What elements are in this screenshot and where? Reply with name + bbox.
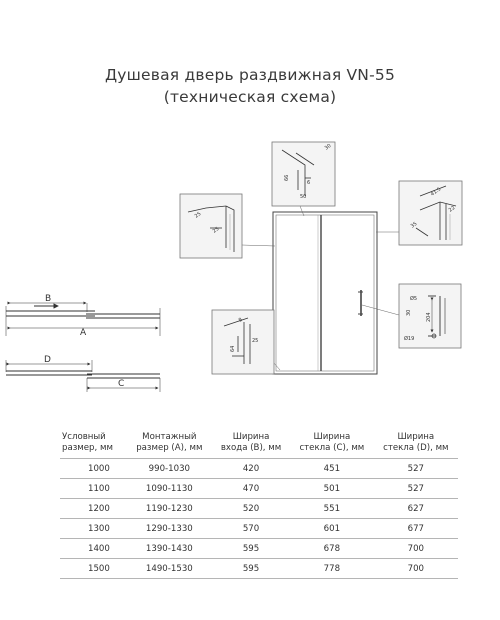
cell: 527: [373, 458, 458, 479]
label-c: C: [118, 379, 124, 389]
cell: 470: [211, 478, 291, 499]
table-row: 1300 1290-1330 570 601 677: [60, 518, 458, 539]
detail-handle: Ø5 204 Ø19 30: [398, 283, 462, 349]
cell: 678: [290, 538, 374, 559]
technical-diagram: 30 66 6 50 25 25 41.5 22 35: [5, 141, 463, 392]
cell: 501: [290, 478, 374, 499]
cell: 1090-1130: [126, 478, 212, 499]
dim-left-25a: 25: [194, 211, 203, 220]
table-row: 1500 1490-1530 595 778 700: [60, 558, 458, 579]
cell: 595: [211, 538, 291, 559]
dim-right-35: 35: [410, 221, 419, 230]
cell: 1300: [60, 518, 127, 539]
cell: 520: [211, 498, 291, 519]
cell: 451: [290, 458, 374, 479]
dim-right-41-5: 41.5: [430, 186, 443, 197]
cell: 1400: [60, 538, 127, 559]
page-subtitle: (техническая схема): [163, 88, 337, 106]
dim-handle-d5: Ø5: [410, 295, 417, 302]
cell: 1290-1330: [126, 518, 212, 539]
dim-top-6: 6: [307, 180, 310, 186]
table-row: 1400 1390-1430 595 678 700: [60, 538, 458, 559]
dim-top-66: 66: [284, 175, 290, 181]
dim-top-30: 30: [324, 143, 333, 152]
cell: 1390-1430: [126, 538, 212, 559]
dim-handle-d19: Ø19: [404, 335, 414, 342]
top-view-entry-width: [5, 301, 161, 336]
dim-right-22: 22: [448, 205, 457, 214]
cell: 601: [290, 518, 374, 539]
cell: 627: [373, 498, 458, 519]
top-view-glass-width: [5, 360, 161, 392]
table-row: 1200 1190-1230 520 551 627: [60, 498, 458, 519]
detail-bottom-profile: 8 25 64: [211, 309, 275, 375]
detail-top-profile: 30 66 6 50: [271, 141, 336, 207]
cell: 570: [211, 518, 291, 539]
cell: 990-1030: [126, 458, 212, 479]
dim-left-25b: 25: [212, 226, 221, 235]
cell: 595: [211, 558, 291, 579]
cell: 1190-1230: [126, 498, 212, 519]
label-b: B: [45, 294, 51, 304]
cell: 527: [373, 478, 458, 499]
door-front-view: [272, 211, 378, 375]
dim-handle-204: 204: [426, 312, 432, 322]
label-d: D: [44, 355, 51, 365]
cell: 551: [290, 498, 374, 519]
label-a: A: [80, 328, 87, 338]
cell: 778: [290, 558, 374, 579]
page-title: Душевая дверь раздвижная VN-55: [104, 66, 396, 84]
detail-right-top-profile: 41.5 22 35: [398, 180, 463, 246]
cell: 1000: [60, 458, 127, 479]
cell: 1100: [60, 478, 127, 499]
cell: 1200: [60, 498, 127, 519]
cell: 1500: [60, 558, 127, 579]
detail-left-profile: 25 25: [179, 193, 243, 259]
cell: 700: [373, 558, 458, 579]
dim-top-50: 50: [300, 194, 306, 200]
dim-bottom-64: 64: [230, 346, 236, 352]
cell: 1490-1530: [126, 558, 212, 579]
dim-bottom-8: 8: [238, 317, 244, 324]
dim-bottom-25: 25: [252, 338, 258, 344]
cell: 420: [211, 458, 291, 479]
table-row: 1100 1090-1130 470 501 527: [60, 478, 458, 499]
cell: 700: [373, 538, 458, 559]
dim-handle-30: 30: [406, 310, 412, 316]
table-row: 1000 990-1030 420 451 527: [60, 458, 458, 479]
cell: 677: [373, 518, 458, 539]
